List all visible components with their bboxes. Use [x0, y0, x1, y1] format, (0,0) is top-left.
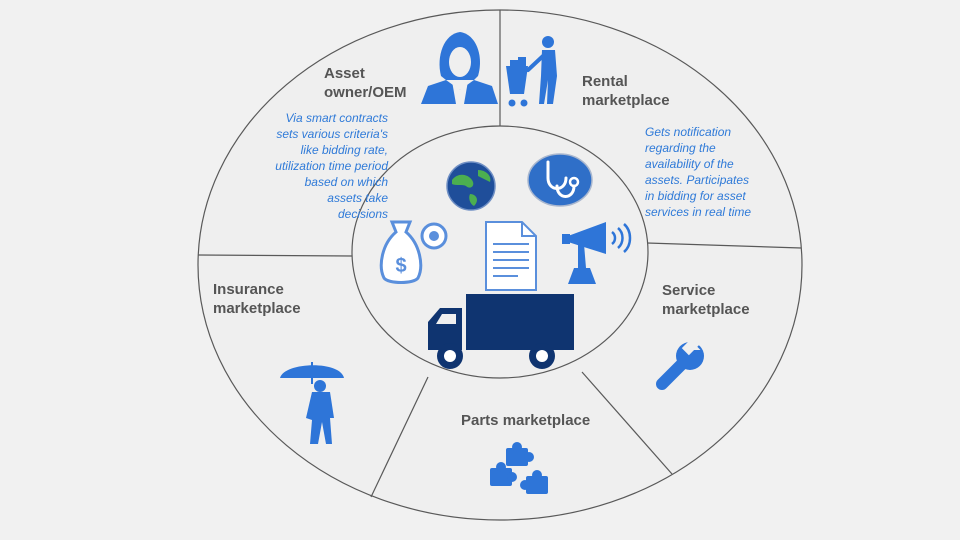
note-line: assets. Participates: [645, 173, 750, 187]
insurance-label-line2: marketplace: [213, 300, 301, 317]
note-line: Gets notification: [645, 125, 732, 139]
umbrella-person-icon: [280, 362, 344, 444]
money-bag-icon: $: [379, 220, 448, 284]
parts-label-text: Parts marketplace: [461, 412, 591, 429]
note-line: in bidding for asset: [645, 189, 746, 203]
asset-owner-label-line1: Asset: [324, 65, 365, 82]
divider-bottom-left: [370, 376, 429, 498]
truck-icon: [428, 294, 574, 369]
insurance-label-line1: Insurance: [213, 281, 284, 298]
asset-owner-label-line2: owner/OEM: [324, 84, 407, 101]
asset-owner-note: Via smart contracts sets various criteri…: [275, 110, 388, 222]
note-line: utilization time period: [275, 159, 388, 173]
svg-text:$: $: [395, 255, 406, 277]
note-line: assets take: [327, 191, 388, 205]
note-line: services in real time: [645, 205, 752, 219]
wrench-icon: [656, 336, 704, 390]
rental-label-line1: Rental: [582, 73, 628, 90]
rental-note: Gets notification regarding the availabi…: [645, 124, 751, 220]
rental-label-line2: marketplace: [582, 92, 670, 109]
note-line: decisions: [337, 207, 388, 221]
service-label-line2: marketplace: [662, 301, 750, 318]
stethoscope-icon: [527, 153, 593, 207]
note-line: sets various criteria's: [276, 127, 388, 141]
asset-owner-label: Asset owner/OEM: [324, 64, 407, 102]
service-marketplace-label: Service marketplace: [662, 281, 750, 319]
document-icon: [485, 221, 537, 291]
note-line: regarding the: [645, 141, 716, 155]
note-line: availability of the: [645, 157, 734, 171]
megaphone-icon: [562, 222, 632, 284]
parts-marketplace-label: Parts marketplace: [461, 411, 590, 430]
insurance-marketplace-label: Insurance marketplace: [213, 280, 301, 318]
note-line: based on which: [304, 175, 388, 189]
puzzle-pieces-icon: [490, 442, 548, 494]
divider-left: [197, 254, 353, 257]
shopping-cart-person-icon: [506, 36, 557, 107]
rental-marketplace-label: Rental marketplace: [582, 72, 670, 110]
service-label-line1: Service: [662, 282, 716, 299]
divider-right: [646, 242, 802, 249]
divider-bottom-right: [581, 371, 673, 475]
note-line: Via smart contracts: [285, 111, 388, 125]
note-line: like bidding rate,: [300, 143, 388, 157]
businesswoman-icon: [421, 32, 498, 104]
globe-icon: [446, 161, 496, 211]
